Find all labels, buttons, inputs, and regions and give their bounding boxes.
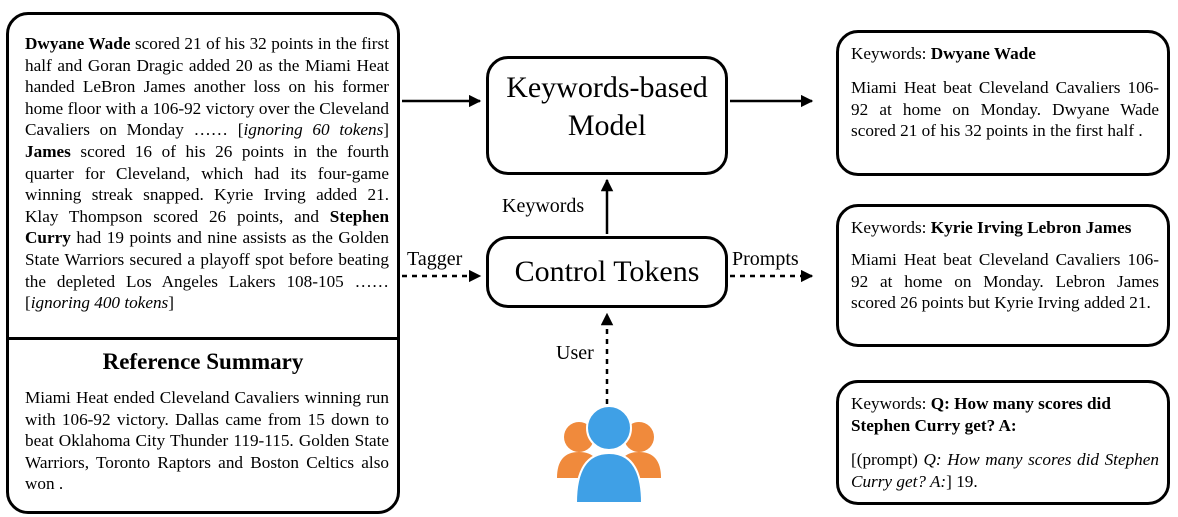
section-divider <box>9 337 397 340</box>
text-run: Stephen Curry <box>25 206 389 248</box>
keywords-prefix: Keywords: <box>851 218 931 237</box>
reference-summary-text: Miami Heat ended Cleveland Cavaliers win… <box>25 388 389 494</box>
text-run: scored 16 of his 26 points in the fourth… <box>25 141 389 226</box>
source-document-box: Dwyane Wade scored 21 of his 32 points i… <box>6 12 400 514</box>
source-article-text: Dwyane Wade scored 21 of his 32 points i… <box>25 33 389 314</box>
text-run: ] <box>383 120 389 140</box>
edge-label-prompts: Prompts <box>732 248 799 270</box>
text-run: had 19 points and nine assists as the Go… <box>25 228 389 313</box>
output-box-3: Keywords: Q: How many scores did Stephen… <box>836 380 1170 505</box>
output-keywords: Keywords: Kyrie Irving Lebron James <box>851 217 1159 239</box>
text-run: Q: How many scores did Stephen Curry get… <box>851 450 1159 491</box>
keywords-prefix: Keywords: <box>851 394 931 413</box>
output-summary: [(prompt) Q: How many scores did Stephen… <box>851 449 1159 492</box>
text-run: scored 21 of his 32 points in the first … <box>25 34 389 140</box>
edge-label-tagger: Tagger <box>407 248 463 270</box>
model-label-line1: Keywords-based <box>506 71 708 104</box>
keywords-value: Kyrie Irving Lebron James <box>930 218 1132 237</box>
keywords-based-model-box: Keywords-based Model <box>486 56 728 175</box>
reference-summary-title: Reference Summary <box>102 349 304 374</box>
keywords-prefix: Keywords: <box>851 44 931 63</box>
users-icon <box>557 405 661 504</box>
output-keywords: Keywords: Q: How many scores did Stephen… <box>851 393 1159 436</box>
control-tokens-box: Control Tokens <box>486 236 728 308</box>
control-tokens-label: Control Tokens <box>514 255 700 288</box>
text-run: Dwyane Wade <box>25 34 131 53</box>
output-summary: Miami Heat beat Cleveland Cavaliers 106-… <box>851 77 1159 142</box>
text-run: James <box>25 141 71 161</box>
text-run: ] <box>168 293 174 313</box>
text-run: Miami Heat beat Cleveland Cavaliers 106-… <box>851 78 1159 141</box>
output-box-2: Keywords: Kyrie Irving Lebron James Miam… <box>836 204 1170 347</box>
keywords-value: Q: How many scores did Stephen Curry get… <box>851 394 1111 435</box>
edge-label-keywords: Keywords <box>502 195 585 217</box>
edge-label-user: User <box>556 342 594 364</box>
output-keywords: Keywords: Dwyane Wade <box>851 43 1159 65</box>
text-run: ignoring 400 tokens <box>30 293 169 313</box>
text-run: [(prompt) <box>851 450 924 469</box>
model-label: Keywords-based Model <box>489 69 725 145</box>
keywords-value: Dwyane Wade <box>930 44 1036 63</box>
text-run: ignoring 60 tokens <box>243 120 384 140</box>
output-summary: Miami Heat beat Cleveland Cavaliers 106-… <box>851 249 1159 314</box>
output-box-1: Keywords: Dwyane Wade Miami Heat beat Cl… <box>836 30 1170 176</box>
model-label-line2: Model <box>567 109 647 142</box>
text-run: Miami Heat beat Cleveland Cavaliers 106-… <box>851 250 1159 313</box>
text-run: ] 19. <box>946 471 978 491</box>
